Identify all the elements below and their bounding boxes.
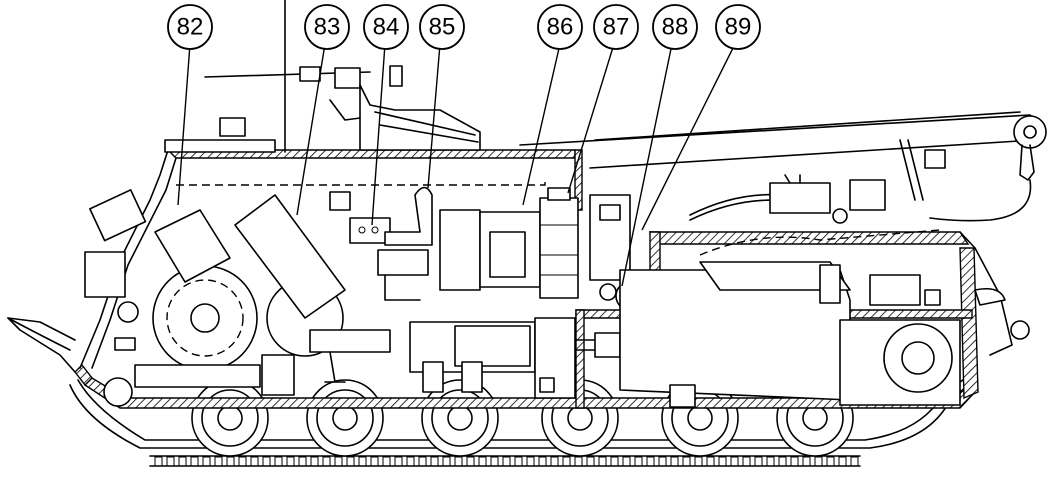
track-link — [286, 456, 295, 467]
callout-label: 85 — [429, 14, 456, 41]
track-link — [406, 456, 415, 467]
track-link — [658, 456, 667, 467]
track-link — [778, 456, 787, 467]
road-wheel — [306, 379, 384, 457]
track-link — [466, 456, 475, 467]
track-link — [442, 456, 451, 467]
track-link — [226, 456, 235, 467]
road-wheel — [201, 389, 259, 447]
callout-label: 82 — [177, 14, 204, 41]
callout-87: 87 — [593, 4, 639, 50]
track-link — [718, 456, 727, 467]
track-link — [418, 456, 427, 467]
track-link — [586, 456, 595, 467]
track-link — [334, 456, 343, 467]
callout-84: 84 — [363, 4, 409, 50]
track-link — [766, 456, 775, 467]
track-link — [802, 456, 811, 467]
track-link — [538, 456, 547, 467]
track-link — [550, 456, 559, 467]
track-link — [166, 456, 175, 467]
callout-83: 83 — [304, 4, 350, 50]
track-link — [646, 456, 655, 467]
track-link — [526, 456, 535, 467]
track-link — [826, 456, 835, 467]
track-link — [850, 456, 859, 467]
track-link — [154, 456, 163, 467]
road-wheel — [316, 389, 374, 447]
track-link — [454, 456, 463, 467]
callout-82: 82 — [167, 4, 213, 50]
crane-boom — [519, 111, 1047, 224]
track-link — [430, 456, 439, 467]
leader-lines — [177, 43, 736, 287]
callout-label: 83 — [314, 14, 341, 41]
callout-label: 88 — [662, 14, 689, 41]
track-link — [274, 456, 283, 467]
road-wheel — [191, 379, 269, 457]
track-link — [190, 456, 199, 467]
track-link — [670, 456, 679, 467]
track-link — [814, 456, 823, 467]
track-link — [742, 456, 751, 467]
track-link — [502, 456, 511, 467]
track-links — [154, 456, 859, 467]
interior-components — [84, 186, 1030, 408]
track-link — [382, 456, 391, 467]
track-link — [370, 456, 379, 467]
track-link — [682, 456, 691, 467]
track-link — [754, 456, 763, 467]
track-link — [598, 456, 607, 467]
track-link — [214, 456, 223, 467]
callout-89: 89 — [715, 4, 761, 50]
track-link — [622, 456, 631, 467]
track-link — [178, 456, 187, 467]
callout-88: 88 — [652, 4, 698, 50]
track-link — [394, 456, 403, 467]
callout-86: 86 — [537, 4, 583, 50]
track-link — [634, 456, 643, 467]
track-link — [706, 456, 715, 467]
top-equipment — [164, 0, 481, 153]
track-link — [694, 456, 703, 467]
callout-label: 89 — [725, 14, 752, 41]
track-link — [838, 456, 847, 467]
track-link — [730, 456, 739, 467]
track-link — [238, 456, 247, 467]
track-link — [562, 456, 571, 467]
track-link — [202, 456, 211, 467]
track-link — [358, 456, 367, 467]
callout-label: 84 — [373, 14, 400, 41]
track-link — [262, 456, 271, 467]
track-link — [298, 456, 307, 467]
callout-85: 85 — [419, 4, 465, 50]
track-assembly — [69, 375, 976, 467]
track-link — [250, 456, 259, 467]
track-link — [490, 456, 499, 467]
callout-label: 87 — [603, 14, 630, 41]
road-wheel — [431, 389, 489, 447]
track-link — [310, 456, 319, 467]
track-link — [610, 456, 619, 467]
track-link — [346, 456, 355, 467]
callout-label: 86 — [547, 14, 574, 41]
track-link — [514, 456, 523, 467]
track-link — [322, 456, 331, 467]
track-link — [790, 456, 799, 467]
track-link — [478, 456, 487, 467]
track-link — [574, 456, 583, 467]
